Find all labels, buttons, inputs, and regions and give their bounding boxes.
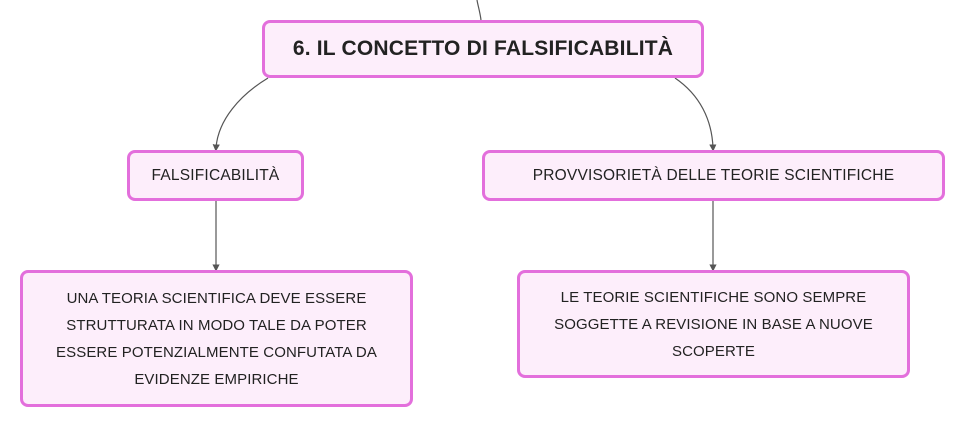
connector-root-falsificabilita — [212, 77, 269, 152]
branch-label-falsificabilita: FALSIFICABILITÀ — [151, 166, 280, 184]
detail-node-provvisorieta[interactable]: LE TEORIE SCIENTIFICHE SONO SEMPRE SOGGE… — [517, 270, 910, 378]
root-topic-node[interactable]: 6. IL CONCETTO DI FALSIFICABILITÀ — [262, 20, 704, 78]
detail-text-provvisorieta: LE TEORIE SCIENTIFICHE SONO SEMPRE SOGGE… — [554, 288, 873, 360]
incoming-connector — [476, 0, 482, 21]
branch-node-provvisorieta[interactable]: PROVVISORIETÀ DELLE TEORIE SCIENTIFICHE — [482, 150, 945, 201]
detail-text-falsificabilita: UNA TEORIA SCIENTIFICA DEVE ESSERE STRUT… — [56, 289, 377, 388]
branch-node-falsificabilita[interactable]: FALSIFICABILITÀ — [127, 150, 304, 201]
branch-label-provvisorieta: PROVVISORIETÀ DELLE TEORIE SCIENTIFICHE — [532, 166, 895, 184]
detail-node-falsificabilita[interactable]: UNA TEORIA SCIENTIFICA DEVE ESSERE STRUT… — [20, 270, 413, 407]
root-topic-label: 6. IL CONCETTO DI FALSIFICABILITÀ — [292, 37, 674, 60]
connector-root-provvisorieta — [674, 77, 717, 152]
